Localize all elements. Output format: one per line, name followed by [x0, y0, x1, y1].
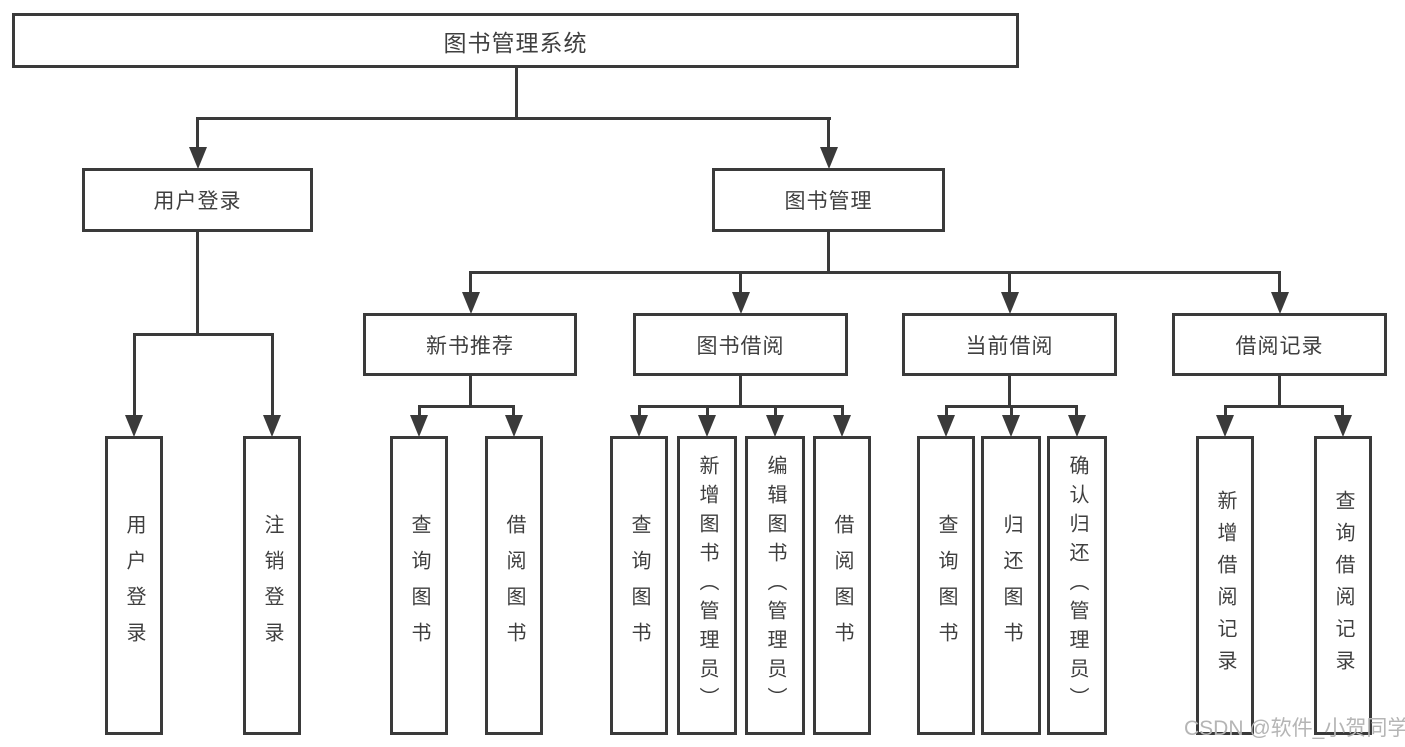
leaf-query-borrow-record: 查询借阅记录: [1314, 436, 1372, 735]
connector-to-borrow: [739, 271, 742, 294]
node-current-borrow-label: 当前借阅: [965, 334, 1054, 358]
connector-to-leaf-logout: [271, 333, 274, 415]
leaf-logout: 注销登录: [243, 436, 301, 735]
node-root-label: 图书管理系统: [443, 29, 588, 56]
arrowhead-records: [1271, 292, 1289, 314]
connector-mgmt-stub: [827, 230, 830, 273]
leaf-recommend-borrow-book: 借阅图书: [485, 436, 543, 735]
node-user-login-label: 用户登录: [153, 190, 242, 213]
leaf-recommend-borrow-book-label: 借阅图书: [503, 513, 525, 658]
csdn-watermark: CSDN @软件_小贺同学: [1184, 717, 1405, 740]
connector-to-bor-query: [638, 405, 641, 418]
connector-to-records: [1278, 271, 1281, 294]
node-book-mgmt-label: 图书管理: [784, 190, 873, 213]
connector-recommend-stub: [469, 374, 472, 407]
leaf-current-query-book: 查询图书: [917, 436, 975, 735]
connector-to-rec-borrow: [512, 405, 515, 418]
connector-user-stub: [196, 230, 199, 335]
arrowhead-rec-borrow: [505, 415, 523, 437]
connector-user-branch: [133, 333, 274, 336]
leaf-confirm-return-admin: 确认归还（管理员）: [1047, 436, 1107, 735]
arrowhead-leaf-logout: [263, 415, 281, 437]
connector-records-branch: [1224, 405, 1344, 408]
leaf-current-query-book-label: 查询图书: [935, 513, 957, 658]
arrowhead-cur-query: [937, 415, 955, 437]
connector-to-cur-return: [1010, 405, 1013, 418]
connector-records-stub: [1278, 374, 1281, 407]
connector-to-bor-edit: [774, 405, 777, 418]
node-new-book-recommend: 新书推荐: [363, 313, 577, 376]
arrowhead-cur-return: [1002, 415, 1020, 437]
connector-to-rcd-add: [1224, 405, 1227, 418]
leaf-add-book-admin: 新增图书（管理员）: [677, 436, 737, 735]
connector-to-rcd-query: [1341, 405, 1344, 418]
connector-root-stub: [515, 68, 518, 119]
connector-to-cur-query: [945, 405, 948, 418]
connector-to-recommend: [469, 271, 472, 294]
node-borrow-records: 借阅记录: [1172, 313, 1387, 376]
node-new-book-recommend-label: 新书推荐: [426, 334, 514, 358]
node-root: 图书管理系统: [12, 13, 1019, 68]
leaf-return-book: 归还图书: [981, 436, 1041, 735]
connector-level2-branch: [197, 117, 831, 120]
connector-current-stub: [1008, 374, 1011, 407]
leaf-confirm-return-admin-label: 确认归还（管理员）: [1066, 455, 1088, 716]
connector-borrow-stub: [739, 374, 742, 407]
leaf-borrow-query-book: 查询图书: [610, 436, 668, 735]
leaf-query-borrow-record-label: 查询借阅记录: [1332, 489, 1354, 682]
connector-to-rec-query: [418, 405, 421, 418]
arrowhead-user-login: [189, 147, 207, 169]
leaf-add-borrow-record: 新增借阅记录: [1196, 436, 1254, 735]
connector-recommend-branch: [418, 405, 515, 408]
leaf-user-login-label: 用户登录: [123, 513, 145, 658]
leaf-return-book-label: 归还图书: [1000, 513, 1022, 658]
arrowhead-current: [1001, 292, 1019, 314]
node-book-borrow-label: 图书借阅: [696, 334, 785, 358]
arrowhead-rec-query: [410, 415, 428, 437]
connector-to-bor-add: [706, 405, 709, 418]
node-book-borrow: 图书借阅: [633, 313, 848, 376]
leaf-recommend-query-book: 查询图书: [390, 436, 448, 735]
arrowhead-rcd-query: [1334, 415, 1352, 437]
leaf-borrow-query-book-label: 查询图书: [628, 513, 650, 658]
leaf-add-borrow-record-label: 新增借阅记录: [1214, 489, 1236, 682]
arrowhead-recommend: [462, 292, 480, 314]
leaf-user-login: 用户登录: [105, 436, 163, 735]
connector-borrow-branch: [638, 405, 843, 408]
node-book-mgmt: 图书管理: [712, 168, 945, 232]
leaf-add-book-admin-label: 新增图书（管理员）: [696, 455, 718, 716]
connector-to-user-login: [196, 117, 199, 149]
arrowhead-borrow: [732, 292, 750, 314]
arrowhead-rcd-add: [1216, 415, 1234, 437]
arrowhead-leaf-login: [125, 415, 143, 437]
connector-level3-branch: [469, 271, 1280, 274]
arrowhead-bor-borrow: [833, 415, 851, 437]
leaf-edit-book-admin-label: 编辑图书（管理员）: [764, 455, 786, 716]
node-user-login: 用户登录: [82, 168, 313, 232]
connector-to-book-mgmt: [827, 117, 830, 149]
connector-to-bor-borrow: [841, 405, 844, 418]
leaf-borrow-book: 借阅图书: [813, 436, 871, 735]
arrowhead-cur-confirm: [1068, 415, 1086, 437]
arrowhead-bor-query: [630, 415, 648, 437]
arrowhead-bor-add: [698, 415, 716, 437]
node-borrow-records-label: 借阅记录: [1235, 334, 1324, 358]
leaf-borrow-book-label: 借阅图书: [831, 513, 853, 658]
connector-to-current: [1008, 271, 1011, 294]
node-current-borrow: 当前借阅: [902, 313, 1117, 376]
arrowhead-bor-edit: [766, 415, 784, 437]
connector-to-leaf-login: [133, 333, 136, 415]
arrowhead-book-mgmt: [820, 147, 838, 169]
leaf-recommend-query-book-label: 查询图书: [408, 513, 430, 658]
leaf-edit-book-admin: 编辑图书（管理员）: [745, 436, 805, 735]
leaf-logout-label: 注销登录: [261, 513, 283, 658]
connector-to-cur-confirm: [1075, 405, 1078, 418]
